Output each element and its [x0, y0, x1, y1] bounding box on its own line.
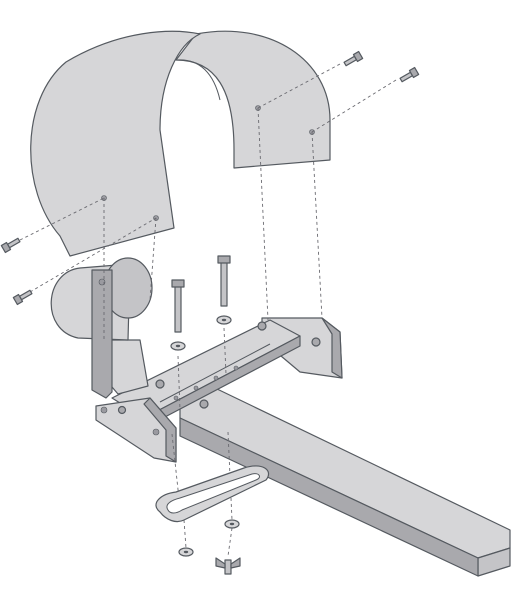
foot-hole: [100, 406, 108, 414]
wheel-guard-bracket: [95, 317, 343, 463]
frame-nut-icon: [257, 321, 267, 331]
assembly-guide-lines: [19, 63, 397, 557]
hood-edge: [175, 59, 221, 101]
bolt-icon: [217, 255, 231, 307]
washer-icon: [216, 315, 232, 325]
cover-screws: [0, 50, 420, 306]
small-guard-arm: [91, 269, 113, 399]
washer-icon: [178, 547, 194, 557]
wing-nut-icon: [215, 557, 241, 575]
slotted-mounting-plate: [155, 465, 270, 523]
bolt-icon: [171, 279, 185, 333]
screw-icon: [343, 50, 364, 67]
frame-nut-icon: [311, 337, 321, 347]
screw-icon: [399, 66, 420, 83]
small-wheel-guard: [50, 257, 153, 399]
rail-hole: [213, 375, 219, 381]
hood-inner-face: [175, 30, 331, 169]
washers: [170, 315, 240, 557]
frame-nut-icon: [117, 405, 127, 415]
hood-cover: [30, 30, 331, 257]
rail-slot: [159, 343, 271, 403]
rail-hole: [233, 365, 239, 371]
guard-arm-hole: [98, 278, 106, 286]
plate-slot: [166, 473, 260, 514]
base-arm: [179, 387, 511, 577]
mounting-bolts: [171, 255, 231, 333]
front-foot-edge: [143, 397, 177, 463]
rail-hole: [193, 385, 199, 391]
foot-hole: [152, 428, 160, 436]
rail-hole: [173, 395, 179, 401]
screw-icon: [0, 237, 21, 254]
frame-nut-icon: [199, 399, 209, 409]
rear-upright-edge: [321, 317, 343, 379]
washer-icon: [170, 341, 186, 351]
frame-nut-icon: [155, 379, 165, 389]
base-arm-side: [179, 417, 479, 577]
screw-icon: [12, 289, 33, 306]
washer-icon: [224, 519, 240, 529]
hood-outer-shell: [30, 30, 201, 257]
